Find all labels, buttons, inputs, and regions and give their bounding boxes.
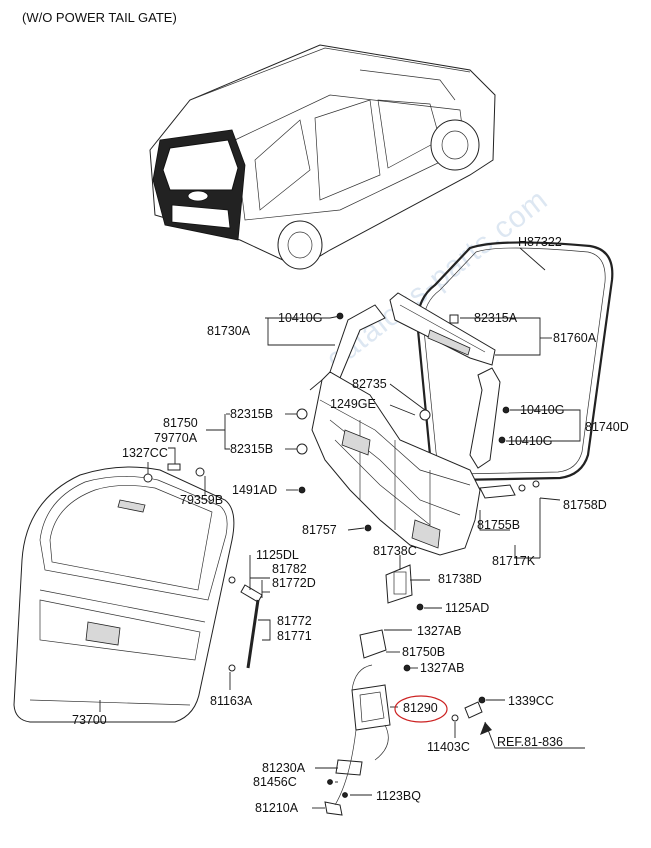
highlight-81290 bbox=[394, 695, 448, 723]
upper-trims bbox=[329, 292, 501, 469]
label-1125AD: 1125AD bbox=[445, 601, 490, 615]
label-81738C: 81738C bbox=[373, 544, 417, 558]
label-81757: 81757 bbox=[302, 523, 337, 537]
label-82735: 82735 bbox=[352, 377, 387, 391]
label-82315B-b: 82315B bbox=[230, 442, 274, 456]
label-81738D: 81738D bbox=[438, 572, 482, 586]
label-81760A: 81760A bbox=[553, 331, 597, 345]
label-81772D: 81772D bbox=[272, 576, 316, 590]
label-1327AB-b: 1327AB bbox=[420, 661, 465, 675]
vehicle-illustration bbox=[149, 44, 496, 270]
label-1249GE: 1249GE bbox=[330, 397, 376, 411]
gas-strut bbox=[228, 576, 263, 673]
label-79770A: 79770A bbox=[154, 431, 198, 445]
label-81730A: 81730A bbox=[207, 324, 251, 338]
tailgate-panel bbox=[13, 466, 235, 723]
label-1123BQ: 1123BQ bbox=[376, 789, 421, 803]
label-81290: 81290 bbox=[403, 701, 438, 715]
label-H87322: H87322 bbox=[518, 235, 562, 249]
label-10410G-c: 10410G bbox=[508, 434, 553, 448]
label-73700: 73700 bbox=[72, 713, 107, 727]
label-1125DL: 1125DL bbox=[256, 548, 299, 562]
diagram-title: (W/O POWER TAIL GATE) bbox=[22, 10, 177, 25]
label-81750: 81750 bbox=[163, 416, 198, 430]
label-81230A: 81230A bbox=[262, 761, 306, 775]
label-81750B: 81750B bbox=[402, 645, 446, 659]
label-11403C: 11403C bbox=[427, 740, 470, 754]
label-REF-81-836: REF.81-836 bbox=[497, 735, 564, 749]
label-81163A: 81163A bbox=[210, 694, 253, 708]
label-79359B: 79359B bbox=[180, 493, 224, 507]
label-81758D: 81758D bbox=[563, 498, 607, 512]
label-1491AD: 1491AD bbox=[232, 483, 278, 497]
label-1327CC: 1327CC bbox=[122, 446, 168, 460]
label-81456C: 81456C bbox=[253, 775, 297, 789]
hardware-items bbox=[143, 312, 540, 816]
label-1339CC: 1339CC bbox=[508, 694, 554, 708]
label-1327AB-a: 1327AB bbox=[417, 624, 462, 638]
inner-trim-panel bbox=[311, 371, 481, 556]
label-10410G-a: 10410G bbox=[278, 311, 323, 325]
label-81771: 81771 bbox=[277, 629, 312, 643]
label-82315B-a: 82315B bbox=[230, 407, 274, 421]
label-81755B: 81755B bbox=[477, 518, 521, 532]
label-10410G-b: 10410G bbox=[520, 403, 565, 417]
leader-lines bbox=[99, 315, 585, 809]
label-81782: 81782 bbox=[272, 562, 307, 576]
label-81772: 81772 bbox=[277, 614, 312, 628]
label-81740D: 81740D bbox=[585, 420, 629, 434]
label-81717K: 81717K bbox=[492, 554, 536, 568]
label-82315A: 82315A bbox=[474, 311, 518, 325]
label-81210A: 81210A bbox=[255, 801, 299, 815]
